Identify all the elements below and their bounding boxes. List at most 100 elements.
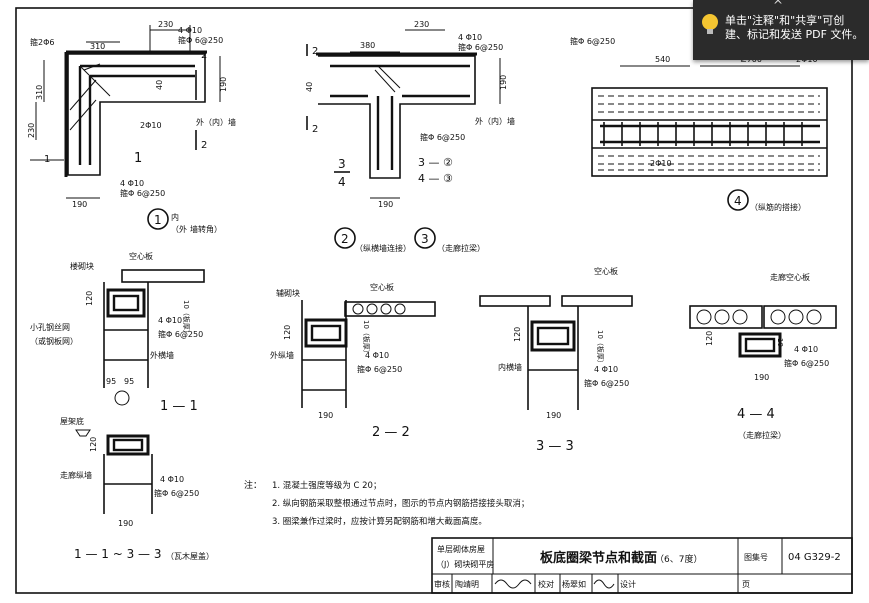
page-label: 页 [742, 580, 750, 589]
section-mark-1: 1 [134, 151, 142, 166]
label-stirrup-6-250: 箍Φ 6@250 [178, 35, 223, 45]
label-slab-thickness: 10（板厚） [362, 320, 371, 357]
label-stirrup-bottom: 箍Φ 6@250 [420, 132, 465, 142]
checker-name: 杨翠如 [562, 579, 586, 589]
section-title-1-1: 1 — 1 [160, 399, 198, 414]
section-title-4-4: 4 — 4 [737, 407, 775, 422]
dim-310: 310 [90, 42, 105, 51]
label-2phi10-bottom: 2Φ10 [650, 159, 672, 168]
label-hollow-slab: 空心板 [129, 251, 153, 261]
section-title-2-2: 2 — 2 [372, 425, 410, 440]
label-hollow-slab: 空心板 [370, 282, 394, 292]
project-line-1: 单层砌体房屋 [437, 544, 485, 554]
notes-heading: 注： [244, 479, 262, 491]
dim-95-right: 95 [124, 377, 134, 386]
label-outer-cross-wall: 外横墙 [150, 350, 174, 360]
pdf-tip-popup[interactable]: ^ 单击"注释"和"共享"可创建、标记和发送 PDF 文件。 [693, 0, 869, 60]
label-stirrup-lower: 箍Φ 6@250 [120, 188, 165, 198]
caption-4: （纵筋的搭接） [750, 202, 806, 212]
label-stirrup: 箍Φ 6@250 [154, 488, 199, 498]
label-4phi10: 4 Φ10 [158, 316, 182, 325]
label-2phi10: 2Φ10 [140, 121, 162, 130]
label-4phi10: 4 Φ10 [365, 351, 389, 360]
dim-190: 190 [118, 519, 133, 528]
section-title-3-3: 3 — 3 [536, 439, 574, 454]
dim-40: 40 [305, 82, 314, 92]
note-3: 3. 圈梁兼作过梁时，应按计算另配钢筋和增大截面高度。 [272, 516, 487, 527]
notes: 注： 1. 混凝土强度等级为 C 20； 2. 纵向钢筋采取整根通过节点时，图示… [244, 479, 529, 527]
atlas-number: 04 G329-2 [788, 552, 841, 563]
title-block: 单层砌体房屋 （J）砌块砌平房 板底圈梁节点和截面 （6、7度） 图集号 04 … [431, 537, 853, 594]
section-mark-2-top: 2 [312, 46, 318, 57]
dim-120: 120 [85, 291, 94, 306]
detail-2-3-tjoint: 230 380 190 190 40 4 Φ10 箍Φ 6@250 箍Φ 6@2… [305, 20, 515, 253]
section-1-1-to-3-3: 屋架底 走廊纵墙 4 Φ10 箍Φ 6@250 120 190 1 — 1 ~ … [60, 416, 214, 561]
section-1-1: 空心板 楼砌块 小孔钢丝网 （或钢板网） 4 Φ10 箍Φ 6@250 外横墙 … [30, 251, 205, 414]
section-mark-1-left: 1 [44, 154, 50, 165]
dim-120: 120 [705, 331, 714, 346]
drawing-title-suffix: （6、7度） [655, 553, 702, 565]
section-4-4: 走廊空心板 4 Φ10 箍Φ 6@250 10 120 190 4 — 4 （走… [689, 272, 837, 440]
label-stirrup: 箍Φ 6@250 [158, 329, 203, 339]
dim-190: 190 [546, 411, 561, 420]
section-3-3: 空心板 内横墙 4 Φ10 箍Φ 6@250 10（板厚） 120 190 3 … [479, 266, 633, 454]
label-thickness-10: 10 [776, 338, 784, 347]
drawing-title: 板底圈梁节点和截面 [540, 550, 657, 566]
dim-190: 190 [754, 373, 769, 382]
reviewer-signature [494, 579, 532, 589]
dim-310-vertical: 310 [35, 85, 44, 100]
section-title-1-1-to-3-3: 1 — 1 ~ 3 — 3 [74, 547, 161, 561]
review-label: 审核 [434, 579, 450, 589]
chevron-up-icon[interactable]: ^ [773, 0, 784, 12]
caption-1c: 墙转角） [190, 224, 222, 234]
fraction-top-3: 3 [338, 157, 346, 171]
label-4phi10: 4 Φ10 [794, 345, 818, 354]
dim-40: 40 [155, 80, 164, 90]
detail-number-3: 3 [421, 232, 429, 246]
popup-message: 单击"注释"和"共享"可创建、标记和发送 PDF 文件。 [725, 14, 864, 41]
design-label: 设计 [620, 579, 636, 589]
note-1: 1. 混凝土强度等级为 C 20； [272, 480, 381, 491]
dim-230: 230 [158, 20, 173, 29]
label-stirrup-2phi6: 箍2Φ6 [30, 37, 54, 47]
dim-230-vertical: 230 [27, 123, 36, 138]
label-hollow-slab: 空心板 [594, 266, 618, 276]
fraction-bottom-4: 4 [338, 175, 346, 189]
label-stirrup: 箍Φ 6@250 [357, 364, 402, 374]
label-corridor-slab: 走廊空心板 [770, 272, 810, 282]
label-4phi10: 4 Φ10 [178, 26, 202, 35]
label-4phi10: 4 Φ10 [594, 365, 618, 374]
label-wire-mesh: 小孔钢丝网 [30, 322, 70, 332]
dim-190: 190 [378, 200, 393, 209]
dim-120: 120 [513, 327, 522, 342]
label-outer-inner-wall: 外（内）墙 [196, 117, 236, 127]
label-stirrup: 箍Φ 6@250 [584, 378, 629, 388]
section-mark-2-bottom: 2 [201, 140, 207, 151]
caption-1b: （外 [171, 224, 187, 234]
caption-4-4: （走廊拉梁） [738, 430, 786, 440]
label-outer-inner-wall: 外（内）墙 [475, 116, 515, 126]
check-label: 校对 [538, 579, 554, 589]
dim-190-vertical: 190 [219, 77, 228, 92]
label-outer-long-wall: 外纵墙 [270, 350, 294, 360]
label-stirrup: 箍Φ 6@250 [570, 36, 615, 46]
checker-signature [593, 579, 615, 589]
label-slab-thickness: 10（板厚） [596, 330, 605, 367]
label-truss-bottom: 屋架底 [60, 416, 84, 426]
dim-190-vertical: 190 [499, 75, 508, 90]
caption-3: （走廊拉梁） [437, 243, 485, 253]
label-stirrup-top: 箍Φ 6@250 [458, 42, 503, 52]
detail-1-corner: 230 310 310 230 190 190 40 箍2Φ6 4 Φ10 箍Φ… [27, 20, 236, 234]
detail-number-1: 1 [154, 213, 162, 227]
label-slab-thickness: 10（板厚） [182, 300, 191, 337]
dim-120: 120 [89, 437, 98, 452]
note-2: 2. 纵向钢筋采取整根通过节点时，图示的节点内钢筋搭接接头取消； [272, 498, 529, 509]
detail-number-2: 2 [341, 232, 349, 246]
label-stirrup: 箍Φ 6@250 [784, 358, 829, 368]
reviewer-name: 陶靖明 [455, 579, 479, 589]
label-corridor-long-wall: 走廊纵墙 [60, 470, 92, 480]
atlas-label: 图集号 [744, 552, 768, 562]
dim-190: 190 [72, 200, 87, 209]
dim-540: 540 [655, 55, 670, 64]
